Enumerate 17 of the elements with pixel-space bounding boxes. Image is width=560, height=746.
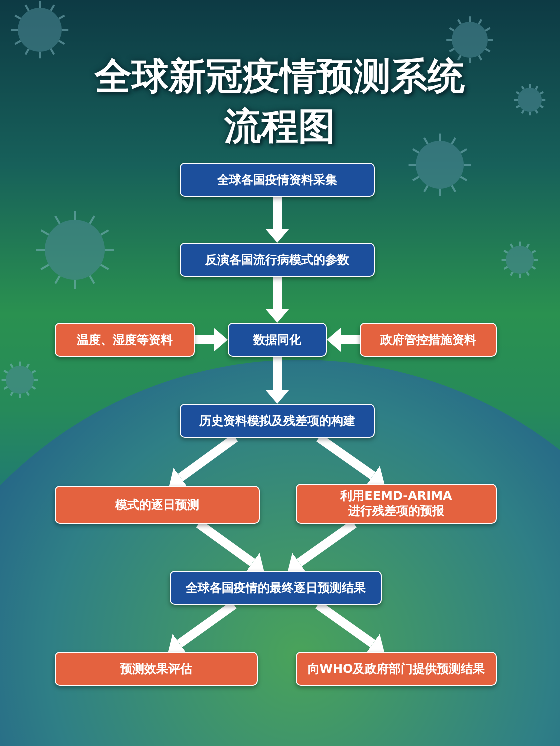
arrow [266,277,290,323]
arrow [266,197,290,243]
process-box: 预测效果评估 [55,652,258,686]
arrow [266,357,290,404]
process-box: 全球各国疫情的最终逐日预测结果 [170,571,382,605]
process-box: 模式的逐日预测 [55,486,260,524]
arrow [195,328,228,352]
process-box: 全球各国疫情资料采集 [180,163,375,197]
process-box: 温度、湿度等资料 [55,323,195,357]
process-box: 向WHO及政府部门提供预测结果 [296,652,497,686]
arrow [327,328,360,352]
process-box: 历史资料模拟及残差项的构建 [180,404,375,438]
process-box: 数据同化 [228,323,327,357]
process-box: 反演各国流行病模式的参数 [180,243,375,277]
process-box: 利用EEMD-ARIMA 进行残差项的预报 [296,484,497,524]
process-box: 政府管控措施资料 [360,323,497,357]
title: 全球新冠疫情预测系统流程图 [94,54,466,150]
